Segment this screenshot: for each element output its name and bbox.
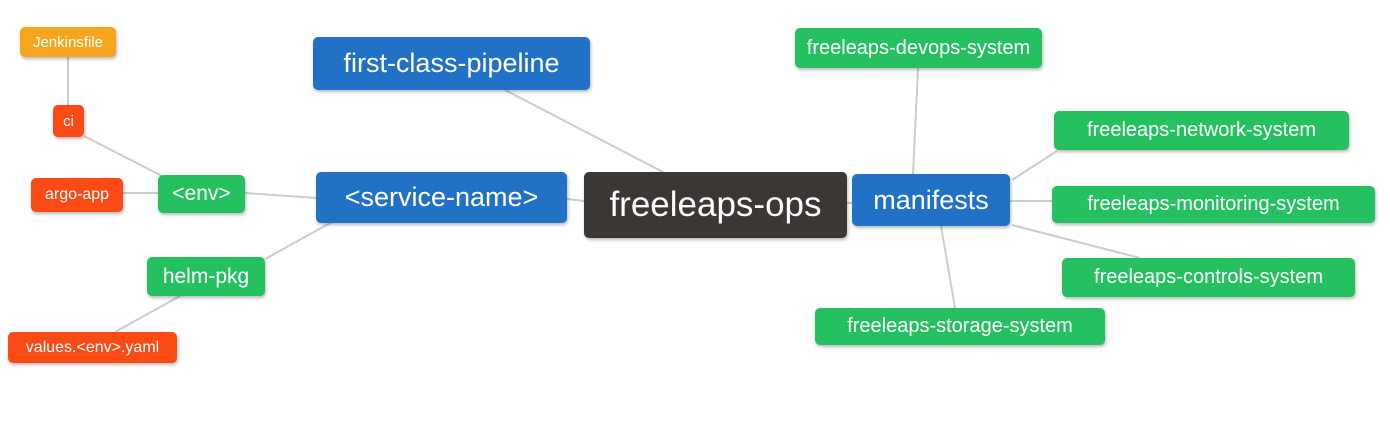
node-argo-app[interactable]: argo-app bbox=[31, 178, 123, 212]
node-freeleaps-ops-root[interactable]: freeleaps-ops bbox=[584, 172, 847, 238]
node-env[interactable]: <env> bbox=[158, 175, 245, 213]
edge-values-env-yaml-to-helm-pkg bbox=[114, 295, 181, 333]
node-freeleaps-devops-system[interactable]: freeleaps-devops-system bbox=[795, 28, 1042, 68]
node-freeleaps-storage-system[interactable]: freeleaps-storage-system bbox=[815, 308, 1105, 345]
node-freeleaps-monitoring-system[interactable]: freeleaps-monitoring-system bbox=[1052, 186, 1375, 223]
edge-manifests-to-storage-system bbox=[940, 225, 956, 309]
node-service-name[interactable]: <service-name> bbox=[316, 172, 567, 223]
edge-service-name-to-freeleaps-ops bbox=[566, 198, 585, 202]
edge-manifests-to-network-system bbox=[1011, 150, 1058, 181]
edge-first-class-pipeline-to-freeleaps-ops bbox=[504, 89, 664, 173]
edge-manifests-to-devops-system bbox=[912, 67, 919, 175]
node-first-class-pipeline[interactable]: first-class-pipeline bbox=[313, 37, 590, 90]
node-freeleaps-controls-system[interactable]: freeleaps-controls-system bbox=[1062, 258, 1355, 297]
edge-ci-to-env bbox=[83, 135, 163, 177]
node-helm-pkg[interactable]: helm-pkg bbox=[147, 257, 265, 296]
node-freeleaps-network-system[interactable]: freeleaps-network-system bbox=[1054, 111, 1349, 150]
node-jenkinsfile[interactable]: Jenkinsfile bbox=[20, 27, 116, 57]
edge-helm-pkg-to-service-name bbox=[264, 221, 333, 260]
edge-manifests-to-controls-system bbox=[1011, 224, 1141, 259]
edge-env-to-service-name bbox=[244, 192, 317, 199]
node-manifests[interactable]: manifests bbox=[852, 174, 1010, 226]
node-values-env-yaml[interactable]: values.<env>.yaml bbox=[8, 332, 177, 363]
node-ci[interactable]: ci bbox=[53, 105, 84, 137]
